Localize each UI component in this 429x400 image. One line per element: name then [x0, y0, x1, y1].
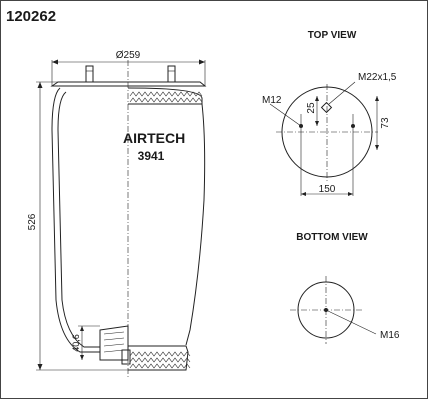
stud-left — [85, 65, 94, 83]
brand-label: AIRTECH — [123, 130, 185, 146]
top-view: TOP VIEW M12 M22x1,5 25 73 150 — [262, 30, 397, 196]
diameter-label: Ø259 — [116, 50, 141, 61]
top-plate — [50, 81, 207, 87]
height-label: 526 — [27, 213, 38, 230]
bellows-left-outer — [51, 87, 100, 353]
piston-height-label: 40,6 — [71, 334, 81, 352]
hatch-top — [129, 91, 203, 103]
bellows-bottom-bead — [128, 345, 189, 371]
air-fitting — [320, 101, 333, 114]
offset-large-label: 73 — [380, 117, 391, 129]
piston-fitting — [121, 349, 131, 365]
bellows-left-inner — [57, 91, 100, 348]
stud-thread-callout: M12 — [262, 95, 282, 106]
bottom-view: BOTTOM VIEW M16 — [290, 232, 400, 344]
brand-model: 3941 — [138, 149, 165, 163]
bottom-thread-callout: M16 — [380, 330, 400, 341]
stud-spacing-label: 150 — [319, 184, 336, 195]
stud-right — [167, 65, 176, 83]
side-view: AIRTECH 3941 Ø259 526 40,6 — [27, 50, 207, 378]
air-fitting-callout: M22x1,5 — [358, 72, 397, 83]
offset-small-label: 25 — [306, 102, 317, 114]
hatch-bottom — [129, 351, 191, 369]
top-stud-right — [351, 124, 355, 128]
bottom-view-title: BOTTOM VIEW — [296, 232, 368, 243]
piston — [99, 325, 129, 361]
top-view-title: TOP VIEW — [308, 30, 357, 41]
bellows-right-profile — [185, 103, 206, 346]
part-number: 120262 — [6, 8, 56, 25]
bellows-top-bead — [127, 87, 203, 105]
